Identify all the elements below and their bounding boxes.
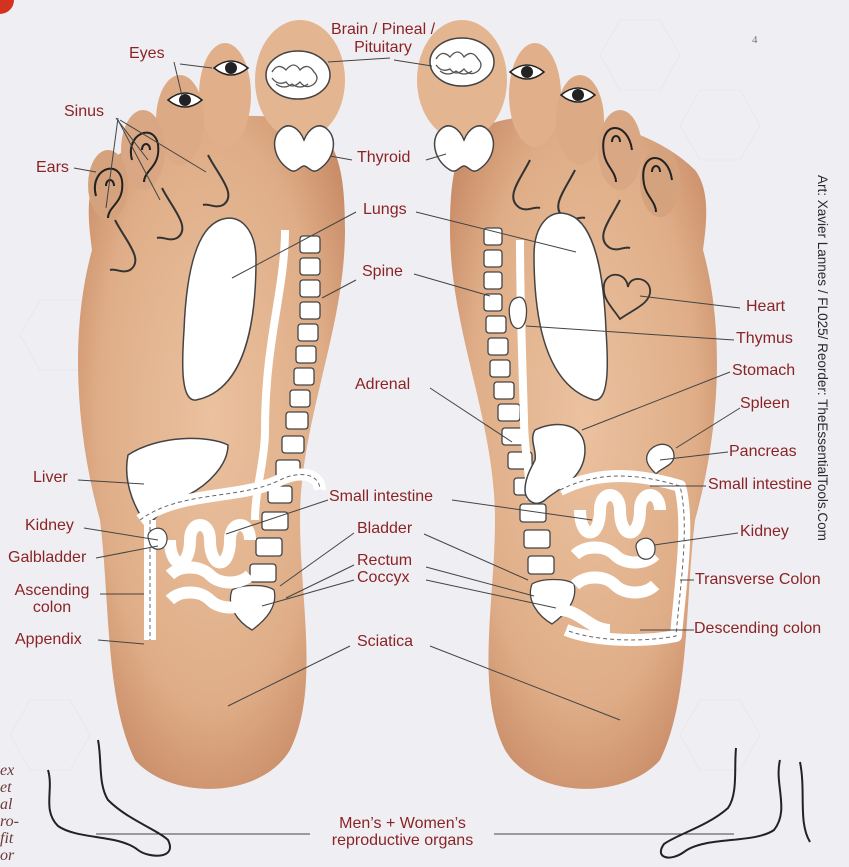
side-text-fragment: ex et al ro- fit or (0, 762, 40, 864)
thymus-icon (509, 297, 526, 328)
side-text-line: ro- (0, 813, 40, 830)
label-small-intestine-right: Small intestine (708, 477, 812, 494)
label-thyroid: Thyroid (357, 150, 410, 167)
label-adrenal: Adrenal (355, 377, 410, 394)
side-text-line: ex (0, 762, 40, 779)
brain-icon-left (266, 51, 330, 99)
label-spine: Spine (362, 264, 403, 281)
label-ascending: Ascending (4, 583, 100, 600)
label-descending-colon: Descending colon (694, 621, 821, 638)
label-sinus: Sinus (64, 104, 104, 121)
art-credit: Art: Xavier Lannes / FL025/ Reorder: The… (815, 175, 830, 575)
label-reproductive-2: reproductive organs (310, 833, 495, 850)
label-galbladder: Galbladder (8, 550, 86, 567)
side-text-line: or (0, 847, 40, 864)
page-number: 4 (752, 34, 758, 46)
label-stomach: Stomach (732, 363, 795, 380)
right-second-toe (509, 43, 561, 147)
label-reproductive-1: Men’s + Women’s (310, 816, 495, 833)
right-fourth-toe (598, 110, 642, 190)
left-second-toe (199, 43, 251, 147)
label-ears: Ears (36, 160, 69, 177)
kidney-icon-right (636, 538, 655, 559)
side-text-line: et (0, 779, 40, 796)
label-spleen: Spleen (740, 396, 790, 413)
label-eyes: Eyes (129, 46, 165, 63)
label-bladder: Bladder (357, 521, 412, 538)
label-transverse-colon: Transverse Colon (695, 572, 821, 589)
label-ascending-colon: colon (4, 600, 100, 617)
label-kidney-left: Kidney (25, 518, 74, 535)
label-appendix: Appendix (15, 632, 82, 649)
label-lungs: Lungs (363, 202, 407, 219)
right-little-toe (640, 147, 680, 217)
side-text-line: al (0, 796, 40, 813)
label-thymus: Thymus (736, 331, 793, 348)
label-pancreas: Pancreas (729, 444, 797, 461)
label-heart: Heart (746, 299, 785, 316)
label-rectum: Rectum (357, 553, 412, 570)
label-pituitary: Pituitary (318, 40, 448, 57)
label-coccyx: Coccyx (357, 570, 409, 587)
label-brain: Brain / Pineal / (318, 22, 448, 39)
side-text-line: fit (0, 830, 40, 847)
label-small-intestine-left: Small intestine (329, 489, 433, 506)
label-sciatica: Sciatica (357, 634, 413, 651)
label-kidney-right: Kidney (740, 524, 789, 541)
label-liver: Liver (33, 470, 68, 487)
